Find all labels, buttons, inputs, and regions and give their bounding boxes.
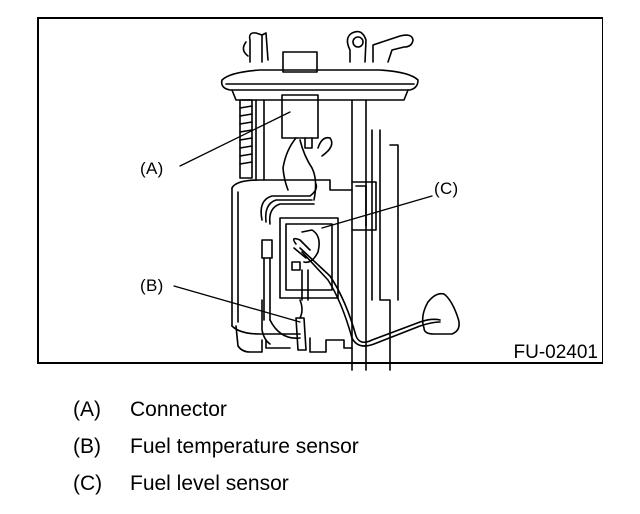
legend-item: (A) Connector [73, 398, 359, 435]
leader-line-c [321, 195, 433, 229]
leader-lines [173, 111, 433, 323]
callout-b: (B) [140, 276, 164, 295]
spring [239, 99, 265, 181]
leader-line-b [173, 285, 301, 323]
legend-item: (B) Fuel temperature sensor [73, 435, 359, 472]
fuel-pump-illustration [173, 30, 460, 371]
sensor-window [279, 217, 339, 301]
legend-item: (C) Fuel level sensor [73, 472, 359, 509]
float-arm [299, 247, 460, 347]
figure-frame [37, 17, 603, 364]
legend-key: (A) [73, 398, 101, 421]
temperature-sensor-part [295, 299, 307, 351]
legend-key: (B) [73, 435, 101, 458]
legend-text: Fuel temperature sensor [130, 435, 359, 458]
callout-a: (A) [140, 159, 164, 178]
top-fittings [242, 30, 414, 73]
wire-harness [260, 183, 318, 345]
guide-rods [351, 99, 399, 371]
leader-line-a [179, 111, 291, 167]
legend-text: Fuel level sensor [130, 472, 289, 495]
legend-key: (C) [73, 472, 103, 495]
callout-c: (C) [434, 179, 459, 198]
legend: (A) Connector (B) Fuel temperature senso… [73, 398, 359, 509]
legend-text: Connector [130, 398, 227, 421]
connector-part [281, 94, 333, 201]
flange [220, 69, 419, 101]
figure-id: FU-02401 [513, 342, 599, 363]
